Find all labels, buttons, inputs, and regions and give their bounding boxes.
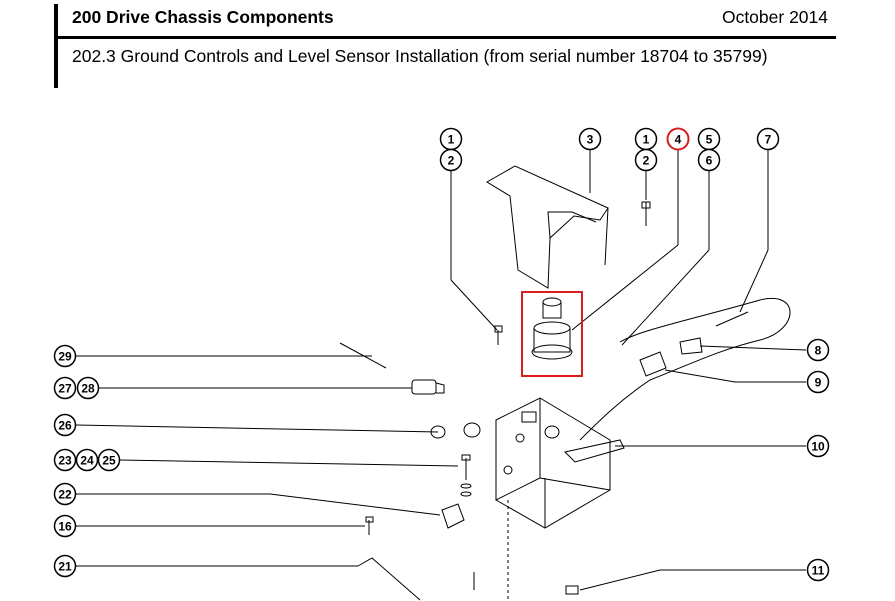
section-title: 200 Drive Chassis Components bbox=[72, 7, 334, 27]
svg-text:24: 24 bbox=[80, 454, 94, 468]
subsection-title: 202.3 Ground Controls and Level Sensor I… bbox=[72, 46, 768, 66]
callout-2a: 2 bbox=[439, 148, 463, 172]
washer bbox=[460, 483, 472, 489]
header-rule bbox=[58, 36, 836, 39]
cover-edge bbox=[604, 207, 609, 266]
leader-line bbox=[579, 569, 661, 591]
callout-1b: 1 bbox=[634, 127, 658, 151]
sensor-body bbox=[542, 302, 562, 319]
callout-25: 25 bbox=[97, 448, 121, 472]
svg-text:3: 3 bbox=[587, 133, 594, 147]
sensor-cap bbox=[542, 297, 562, 307]
svg-text:8: 8 bbox=[815, 344, 822, 358]
callout-24: 24 bbox=[75, 448, 99, 472]
leader-line bbox=[269, 493, 441, 516]
callout-7: 7 bbox=[756, 127, 780, 151]
callout-21: 21 bbox=[53, 554, 77, 578]
callout-2b: 2 bbox=[634, 148, 658, 172]
box-hole bbox=[503, 465, 513, 475]
cover-plate bbox=[486, 165, 609, 289]
grommet bbox=[544, 425, 560, 439]
svg-text:11: 11 bbox=[812, 564, 825, 578]
box-hole bbox=[515, 433, 525, 443]
callout-27: 27 bbox=[53, 376, 77, 400]
callout-9: 9 bbox=[806, 370, 830, 394]
screw-head bbox=[365, 516, 374, 523]
callout-23: 23 bbox=[53, 448, 77, 472]
callout-5: 5 bbox=[697, 127, 721, 151]
callout-1a: 1 bbox=[439, 127, 463, 151]
leader-line bbox=[699, 345, 807, 351]
callout-4: 4 bbox=[666, 127, 690, 151]
leader-line bbox=[621, 249, 710, 346]
leader-line bbox=[450, 279, 498, 331]
callout-10: 10 bbox=[806, 434, 830, 458]
callout-group: 1 2 3 1 2 4 5 6 7 29 27 28 26 23 24 25 2… bbox=[53, 127, 830, 582]
box-cutout bbox=[521, 411, 537, 423]
sensor-flange bbox=[533, 321, 571, 335]
callout-16: 16 bbox=[53, 514, 77, 538]
connector-tip bbox=[435, 382, 445, 394]
box-bottom bbox=[495, 489, 611, 529]
callout-8: 8 bbox=[806, 338, 830, 362]
screw-head bbox=[641, 201, 651, 209]
probe-rod bbox=[339, 342, 387, 369]
cover-notch bbox=[547, 211, 597, 239]
callout-6: 6 bbox=[697, 148, 721, 172]
svg-text:4: 4 bbox=[675, 133, 682, 147]
svg-text:29: 29 bbox=[58, 350, 72, 364]
svg-text:2: 2 bbox=[448, 154, 455, 168]
svg-text:27: 27 bbox=[58, 382, 72, 396]
bracket bbox=[563, 439, 625, 463]
callout-29: 29 bbox=[53, 344, 77, 368]
grommet bbox=[463, 422, 481, 438]
bolt-head bbox=[461, 454, 471, 461]
svg-text:21: 21 bbox=[58, 560, 72, 574]
svg-text:23: 23 bbox=[58, 454, 72, 468]
leader-line bbox=[119, 459, 459, 467]
svg-text:22: 22 bbox=[58, 488, 72, 502]
svg-text:2: 2 bbox=[643, 154, 650, 168]
mount bbox=[441, 503, 465, 529]
revision-date: October 2014 bbox=[721, 7, 828, 27]
sensor-plate bbox=[531, 344, 573, 360]
callout-11: 11 bbox=[806, 558, 830, 582]
connector bbox=[411, 379, 437, 395]
cable bbox=[579, 297, 791, 441]
svg-text:7: 7 bbox=[765, 133, 772, 147]
sensor-base bbox=[533, 328, 571, 353]
svg-text:6: 6 bbox=[706, 154, 713, 168]
svg-text:25: 25 bbox=[102, 454, 116, 468]
clip bbox=[565, 585, 579, 595]
callout-22: 22 bbox=[53, 482, 77, 506]
bushing bbox=[679, 337, 703, 355]
header-bar bbox=[54, 4, 58, 88]
callout-28: 28 bbox=[76, 376, 100, 400]
box-side bbox=[539, 397, 611, 491]
svg-text:1: 1 bbox=[448, 133, 455, 147]
svg-text:1: 1 bbox=[643, 133, 650, 147]
grommet bbox=[430, 425, 446, 439]
leader-line bbox=[664, 369, 736, 383]
leader-line bbox=[739, 249, 769, 313]
box-front bbox=[495, 397, 541, 501]
callout-3: 3 bbox=[578, 127, 602, 151]
svg-text:26: 26 bbox=[58, 419, 72, 433]
page-header: 200 Drive Chassis Components October 201… bbox=[54, 0, 836, 88]
svg-text:9: 9 bbox=[815, 376, 822, 390]
svg-text:10: 10 bbox=[811, 440, 825, 454]
svg-text:5: 5 bbox=[706, 133, 713, 147]
svg-text:28: 28 bbox=[81, 382, 95, 396]
svg-text:16: 16 bbox=[58, 520, 72, 534]
rod bbox=[715, 311, 749, 327]
screw-head bbox=[494, 325, 503, 333]
callout-26: 26 bbox=[53, 413, 77, 437]
leader-line bbox=[75, 424, 439, 433]
switch-block bbox=[639, 351, 667, 377]
leader-line bbox=[571, 244, 679, 331]
rail bbox=[357, 557, 421, 601]
highlight-box bbox=[521, 291, 583, 377]
washer bbox=[460, 491, 472, 497]
